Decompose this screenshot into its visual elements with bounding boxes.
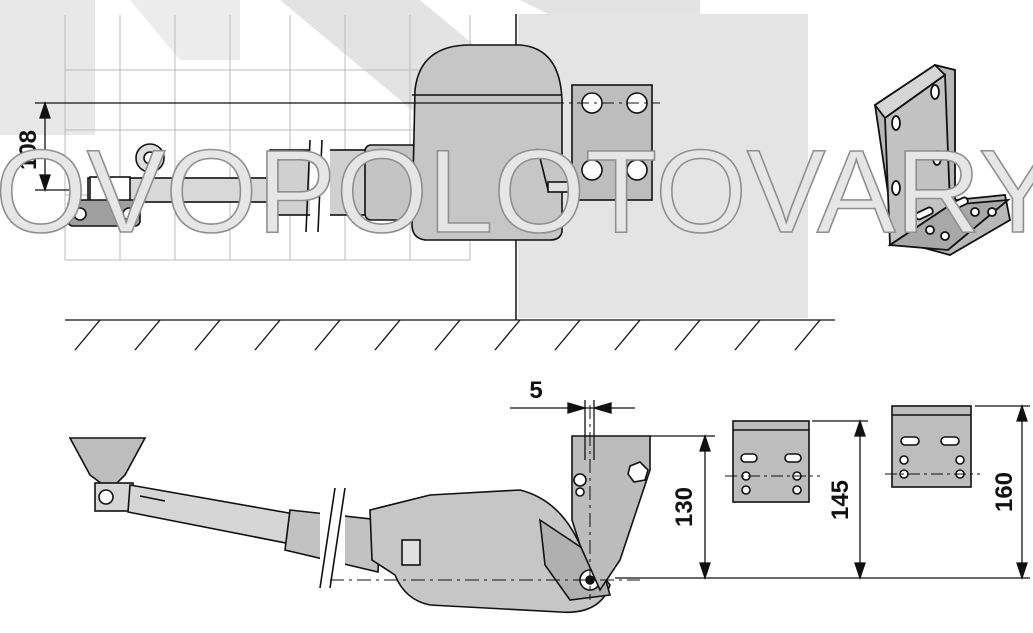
side-center-lines [330,405,640,600]
dimension-5 [510,400,635,460]
dimension-label-5: 5 [529,377,542,404]
dimension-130 [650,433,715,581]
gate-bracket [67,199,141,227]
dimension-label-130: 130 [671,487,698,527]
dimension-label-160: 160 [991,472,1018,512]
dimension-160 [975,403,1030,581]
side-rod [127,484,301,546]
bracket-plate-a [725,420,820,503]
watermark-text: OVOPOLOTOVARY.c [0,126,1033,258]
top-actuator [67,44,607,241]
wall-bracket-top [552,84,660,201]
bracket-3d [873,63,1012,256]
ground-hatching [65,319,835,351]
dimension-108 [35,100,560,193]
dimension-label-108: 108 [15,130,42,170]
motor-housing [411,44,563,241]
side-motor [369,489,611,614]
dimension-label-145: 145 [827,480,854,520]
side-actuator [68,435,651,614]
dimension-145 [812,418,868,581]
bracket-plate-b [885,405,980,488]
